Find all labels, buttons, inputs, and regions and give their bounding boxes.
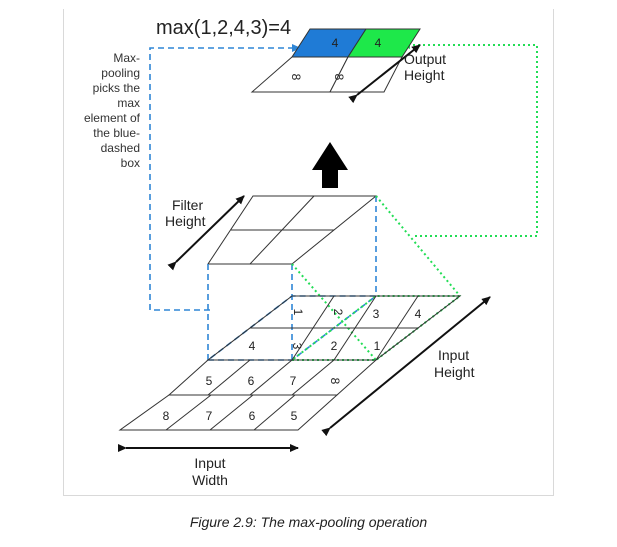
input-value: 7 bbox=[206, 409, 213, 423]
svg-text:pooling: pooling bbox=[101, 66, 140, 80]
green-dotted-connector bbox=[401, 41, 538, 237]
input-height-label: Input Height bbox=[434, 347, 475, 380]
svg-text:picks the: picks the bbox=[93, 81, 141, 95]
formula-text: max(1,2,4,3)=4 bbox=[156, 17, 291, 39]
svg-text:Input: Input bbox=[438, 347, 469, 363]
input-value: 8 bbox=[163, 409, 170, 423]
input-value: 5 bbox=[206, 374, 213, 388]
input-value: 1 bbox=[291, 309, 305, 316]
input-value: 2 bbox=[331, 339, 338, 353]
svg-text:box: box bbox=[121, 156, 140, 170]
up-arrow-icon bbox=[312, 142, 348, 188]
input-value: 3 bbox=[373, 307, 380, 321]
output-height-arrow bbox=[348, 44, 421, 104]
output-value: 8 bbox=[332, 74, 346, 81]
input-value: 2 bbox=[331, 309, 345, 316]
input-value: 1 bbox=[374, 339, 381, 353]
input-value: 5 bbox=[291, 409, 298, 423]
filter-height-label: Filter Height bbox=[165, 197, 206, 229]
output-value: 8 bbox=[289, 74, 303, 81]
svg-text:the blue-: the blue- bbox=[93, 126, 140, 140]
svg-text:Max-: Max- bbox=[113, 51, 140, 65]
svg-text:max: max bbox=[117, 96, 140, 110]
output-value: 4 bbox=[332, 36, 339, 50]
svg-text:Output: Output bbox=[404, 51, 446, 67]
svg-text:Height: Height bbox=[434, 364, 475, 380]
svg-text:Input: Input bbox=[194, 455, 225, 471]
input-value: 6 bbox=[248, 374, 255, 388]
input-value: 8 bbox=[328, 378, 342, 385]
filter-height-arrow bbox=[167, 195, 245, 271]
output-height-label: Output Height bbox=[404, 51, 446, 83]
svg-text:dashed: dashed bbox=[101, 141, 140, 155]
side-note: Max- pooling picks the max element of th… bbox=[84, 51, 141, 170]
input-value: 4 bbox=[415, 307, 422, 321]
blue-dashed-connector bbox=[149, 44, 301, 311]
svg-text:element of: element of bbox=[84, 111, 141, 125]
input-height-arrow bbox=[321, 296, 491, 437]
svg-text:Height: Height bbox=[404, 67, 445, 83]
svg-text:Filter: Filter bbox=[172, 197, 203, 213]
output-value: 4 bbox=[375, 36, 382, 50]
figure-caption: Figure 2.9: The max-pooling operation bbox=[189, 514, 428, 530]
input-value: 6 bbox=[249, 409, 256, 423]
input-value: 7 bbox=[290, 374, 297, 388]
svg-text:Height: Height bbox=[165, 213, 206, 229]
input-value: 3 bbox=[290, 343, 304, 350]
input-value: 4 bbox=[249, 339, 256, 353]
svg-text:Width: Width bbox=[192, 472, 228, 488]
input-width-label: Input Width bbox=[192, 455, 228, 488]
